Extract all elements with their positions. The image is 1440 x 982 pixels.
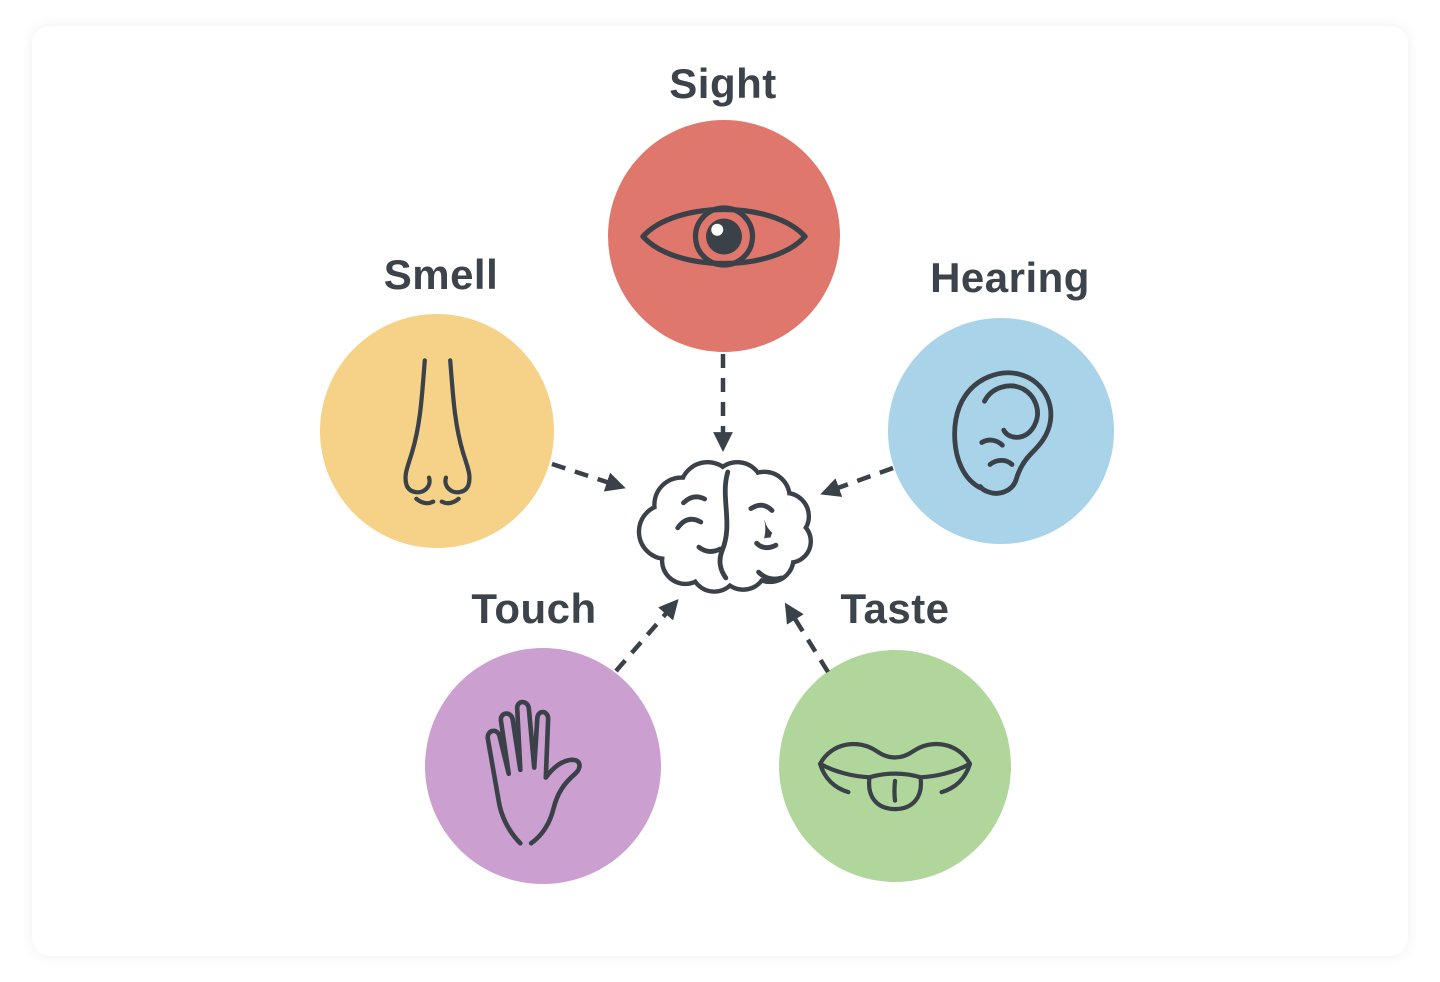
taste-circle: [779, 650, 1011, 882]
sense-label-smell: Smell: [383, 251, 499, 298]
touch-circle: [425, 648, 661, 884]
sense-label-hearing: Hearing: [930, 254, 1090, 301]
brain-icon: [616, 447, 828, 601]
sense-label-taste: Taste: [840, 585, 950, 632]
tongue-icon: [817, 741, 973, 812]
hearing-circle: [888, 318, 1114, 544]
ear-icon: [952, 369, 1054, 496]
eye-icon: [640, 204, 808, 268]
nose-icon: [402, 358, 472, 506]
smell-circle: [320, 314, 554, 548]
sense-label-touch: Touch: [471, 585, 597, 632]
hand-icon: [485, 699, 582, 846]
sense-label-sight: Sight: [669, 60, 777, 107]
sight-circle: [608, 120, 840, 352]
brain-node: [616, 447, 828, 601]
